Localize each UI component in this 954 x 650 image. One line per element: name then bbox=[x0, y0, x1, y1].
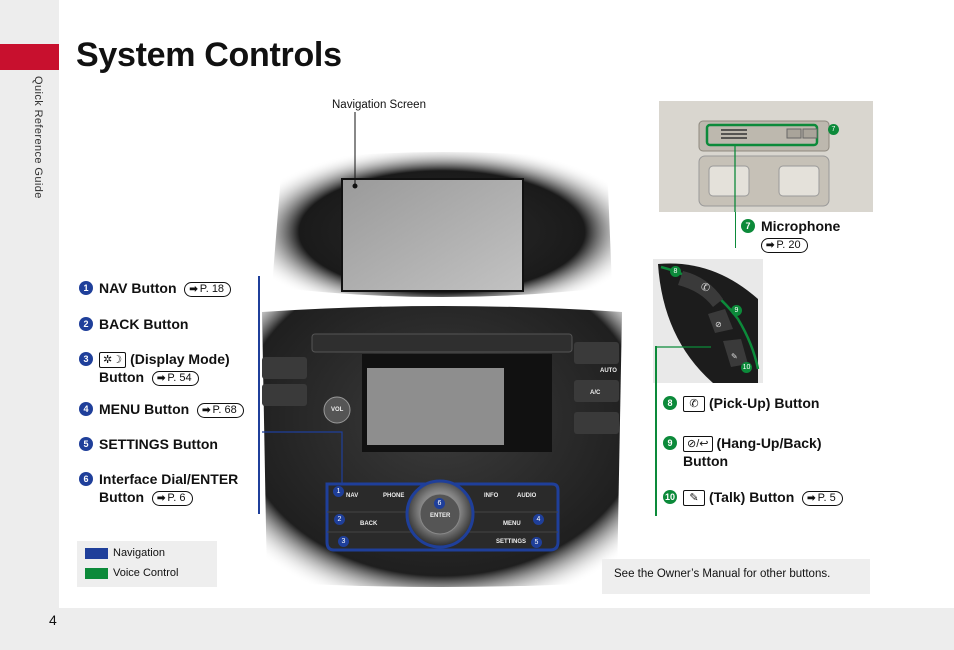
voice-item-8: 8✆(Pick-Up) Button bbox=[663, 394, 819, 413]
vol-knob-label: VOL bbox=[331, 407, 344, 413]
ac-label: A/C bbox=[590, 390, 601, 396]
overhead-console-illustration bbox=[659, 101, 873, 212]
svg-text:✎: ✎ bbox=[731, 352, 738, 361]
steering-switch-illustration: ✆ ⊘ ✎ bbox=[653, 259, 763, 383]
arrow-icon: ➡ bbox=[807, 492, 816, 504]
legend: Navigation Voice Control bbox=[77, 541, 217, 587]
page-reference[interactable]: ➡P. 20 bbox=[761, 237, 808, 253]
arrow-icon: ➡ bbox=[156, 373, 166, 385]
page-reference[interactable]: ➡P. 5 bbox=[802, 490, 843, 506]
legend-label-voice: Voice Control bbox=[113, 567, 179, 579]
enter-dial-label[interactable]: ENTER bbox=[430, 513, 451, 519]
navigation-screen-pointer bbox=[352, 112, 358, 189]
display-mode-icon: ✲☽ bbox=[99, 352, 127, 369]
svg-text:⊘: ⊘ bbox=[715, 320, 722, 329]
phone-button-label[interactable]: PHONE bbox=[383, 493, 405, 499]
svg-text:✆: ✆ bbox=[701, 281, 710, 294]
arrow-icon: ➡ bbox=[766, 239, 775, 251]
navigation-screen bbox=[341, 178, 524, 292]
talk-icon: ✎ bbox=[683, 490, 705, 507]
back-button-label[interactable]: BACK bbox=[360, 521, 378, 527]
hang-up-icon: ⊘/↩ bbox=[683, 436, 713, 453]
page-title: System Controls bbox=[76, 36, 342, 74]
marker-7: 7 bbox=[828, 124, 839, 135]
menu-button-label[interactable]: MENU bbox=[503, 521, 521, 527]
section-tab bbox=[0, 44, 59, 70]
voice-control-bracket bbox=[655, 346, 657, 516]
page-reference[interactable]: ➡P. 54 bbox=[151, 371, 199, 387]
arrow-icon: ➡ bbox=[202, 404, 211, 416]
note-text: See the Owner’s Manual for other buttons… bbox=[614, 568, 831, 580]
nav-hard-button[interactable]: 1 NAV bbox=[330, 486, 370, 506]
nav-item-3: 3✲☽(Display Mode) Button ➡P. 54 bbox=[79, 350, 230, 387]
page-reference[interactable]: ➡P. 6 bbox=[151, 490, 193, 506]
legend-swatch-navigation bbox=[85, 548, 108, 559]
arrow-icon: ➡ bbox=[156, 492, 166, 504]
legend-label-navigation: Navigation bbox=[113, 547, 165, 559]
marker-6: 6 bbox=[434, 498, 445, 509]
footer-bar bbox=[0, 608, 954, 650]
navigation-screen-label: Navigation Screen bbox=[332, 99, 426, 111]
page-reference[interactable]: ➡P. 18 bbox=[184, 281, 232, 297]
info-button-label[interactable]: INFO bbox=[484, 493, 499, 499]
auto-label: AUTO bbox=[600, 368, 617, 374]
marker-4: 4 bbox=[533, 514, 544, 525]
voice-item-9: 9⊘/↩(Hang-Up/Back) Button bbox=[663, 434, 822, 470]
legend-swatch-voice bbox=[85, 568, 108, 579]
audio-button-label[interactable]: AUDIO bbox=[517, 493, 537, 499]
marker-10: 10 bbox=[741, 362, 752, 373]
section-label: Quick Reference Guide bbox=[32, 76, 44, 199]
settings-button-label[interactable]: SETTINGS bbox=[496, 539, 527, 545]
note-box bbox=[602, 559, 870, 594]
microphone-leader bbox=[735, 212, 737, 248]
page-number: 4 bbox=[49, 612, 57, 628]
voice-item-10: 10✎(Talk) Button ➡P. 5 bbox=[663, 488, 843, 507]
pick-up-icon: ✆ bbox=[683, 396, 705, 413]
arrow-icon: ➡ bbox=[189, 283, 198, 295]
dashboard-illustration bbox=[262, 152, 622, 587]
marker-8: 8 bbox=[670, 266, 681, 277]
navigation-bracket bbox=[258, 276, 260, 514]
marker-2: 2 bbox=[334, 514, 345, 525]
side-strip bbox=[0, 0, 59, 650]
marker-3: 3 bbox=[338, 536, 349, 547]
marker-5: 5 bbox=[531, 537, 542, 548]
marker-9: 9 bbox=[731, 305, 742, 316]
page-reference[interactable]: ➡P. 68 bbox=[197, 402, 244, 418]
